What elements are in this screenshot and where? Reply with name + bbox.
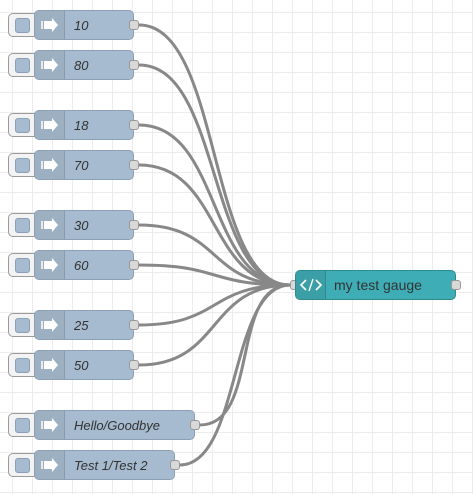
wire[interactable] [138,163,291,287]
inject-node-label: 60 [74,258,89,273]
wire[interactable] [138,223,291,287]
wire[interactable] [138,23,291,287]
arrow-right-icon [35,411,65,439]
wire[interactable] [138,263,291,287]
arrow-right-icon [35,211,65,239]
inject-node-label: Test 1/Test 2 [74,458,148,473]
inject-node-label: 30 [74,218,89,233]
template-node[interactable]: my test gauge [295,270,456,300]
inject-node-label: 80 [74,58,89,73]
output-port[interactable] [129,20,139,30]
output-port[interactable] [129,220,139,230]
arrow-right-icon [35,151,65,179]
output-port[interactable] [129,360,139,370]
inject-node-label: 25 [74,318,89,333]
inject-trigger-button[interactable] [8,113,36,137]
inject-node-label: 18 [74,118,89,133]
code-icon [296,271,326,299]
output-port[interactable] [129,160,139,170]
template-node-label: my test gauge [334,277,422,293]
inject-trigger-button[interactable] [8,13,36,37]
output-port[interactable] [129,320,139,330]
arrow-right-icon [35,51,65,79]
inject-trigger-button[interactable] [8,213,36,237]
output-port[interactable] [129,60,139,70]
wire[interactable] [138,283,291,327]
inject-trigger-button[interactable] [8,253,36,277]
inject-trigger-button[interactable] [8,153,36,177]
output-port[interactable] [451,280,461,290]
inject-node-label: 70 [74,158,89,173]
inject-trigger-button[interactable] [8,453,36,477]
wire[interactable] [179,283,291,467]
arrow-right-icon [35,351,65,379]
wire[interactable] [138,63,291,287]
arrow-right-icon [35,11,65,39]
output-port[interactable] [190,420,200,430]
arrow-right-icon [35,111,65,139]
output-port[interactable] [129,260,139,270]
arrow-right-icon [35,251,65,279]
wire[interactable] [138,123,291,287]
output-port[interactable] [170,460,180,470]
arrow-right-icon [35,451,65,479]
inject-node-label: 50 [74,358,89,373]
inject-trigger-button[interactable] [8,53,36,77]
inject-trigger-button[interactable] [8,413,36,437]
inject-trigger-button[interactable] [8,353,36,377]
inject-node-label: Hello/Goodbye [74,418,160,433]
inject-node-label: 10 [74,18,89,33]
arrow-right-icon [35,311,65,339]
wire[interactable] [138,283,291,367]
output-port[interactable] [129,120,139,130]
inject-trigger-button[interactable] [8,313,36,337]
